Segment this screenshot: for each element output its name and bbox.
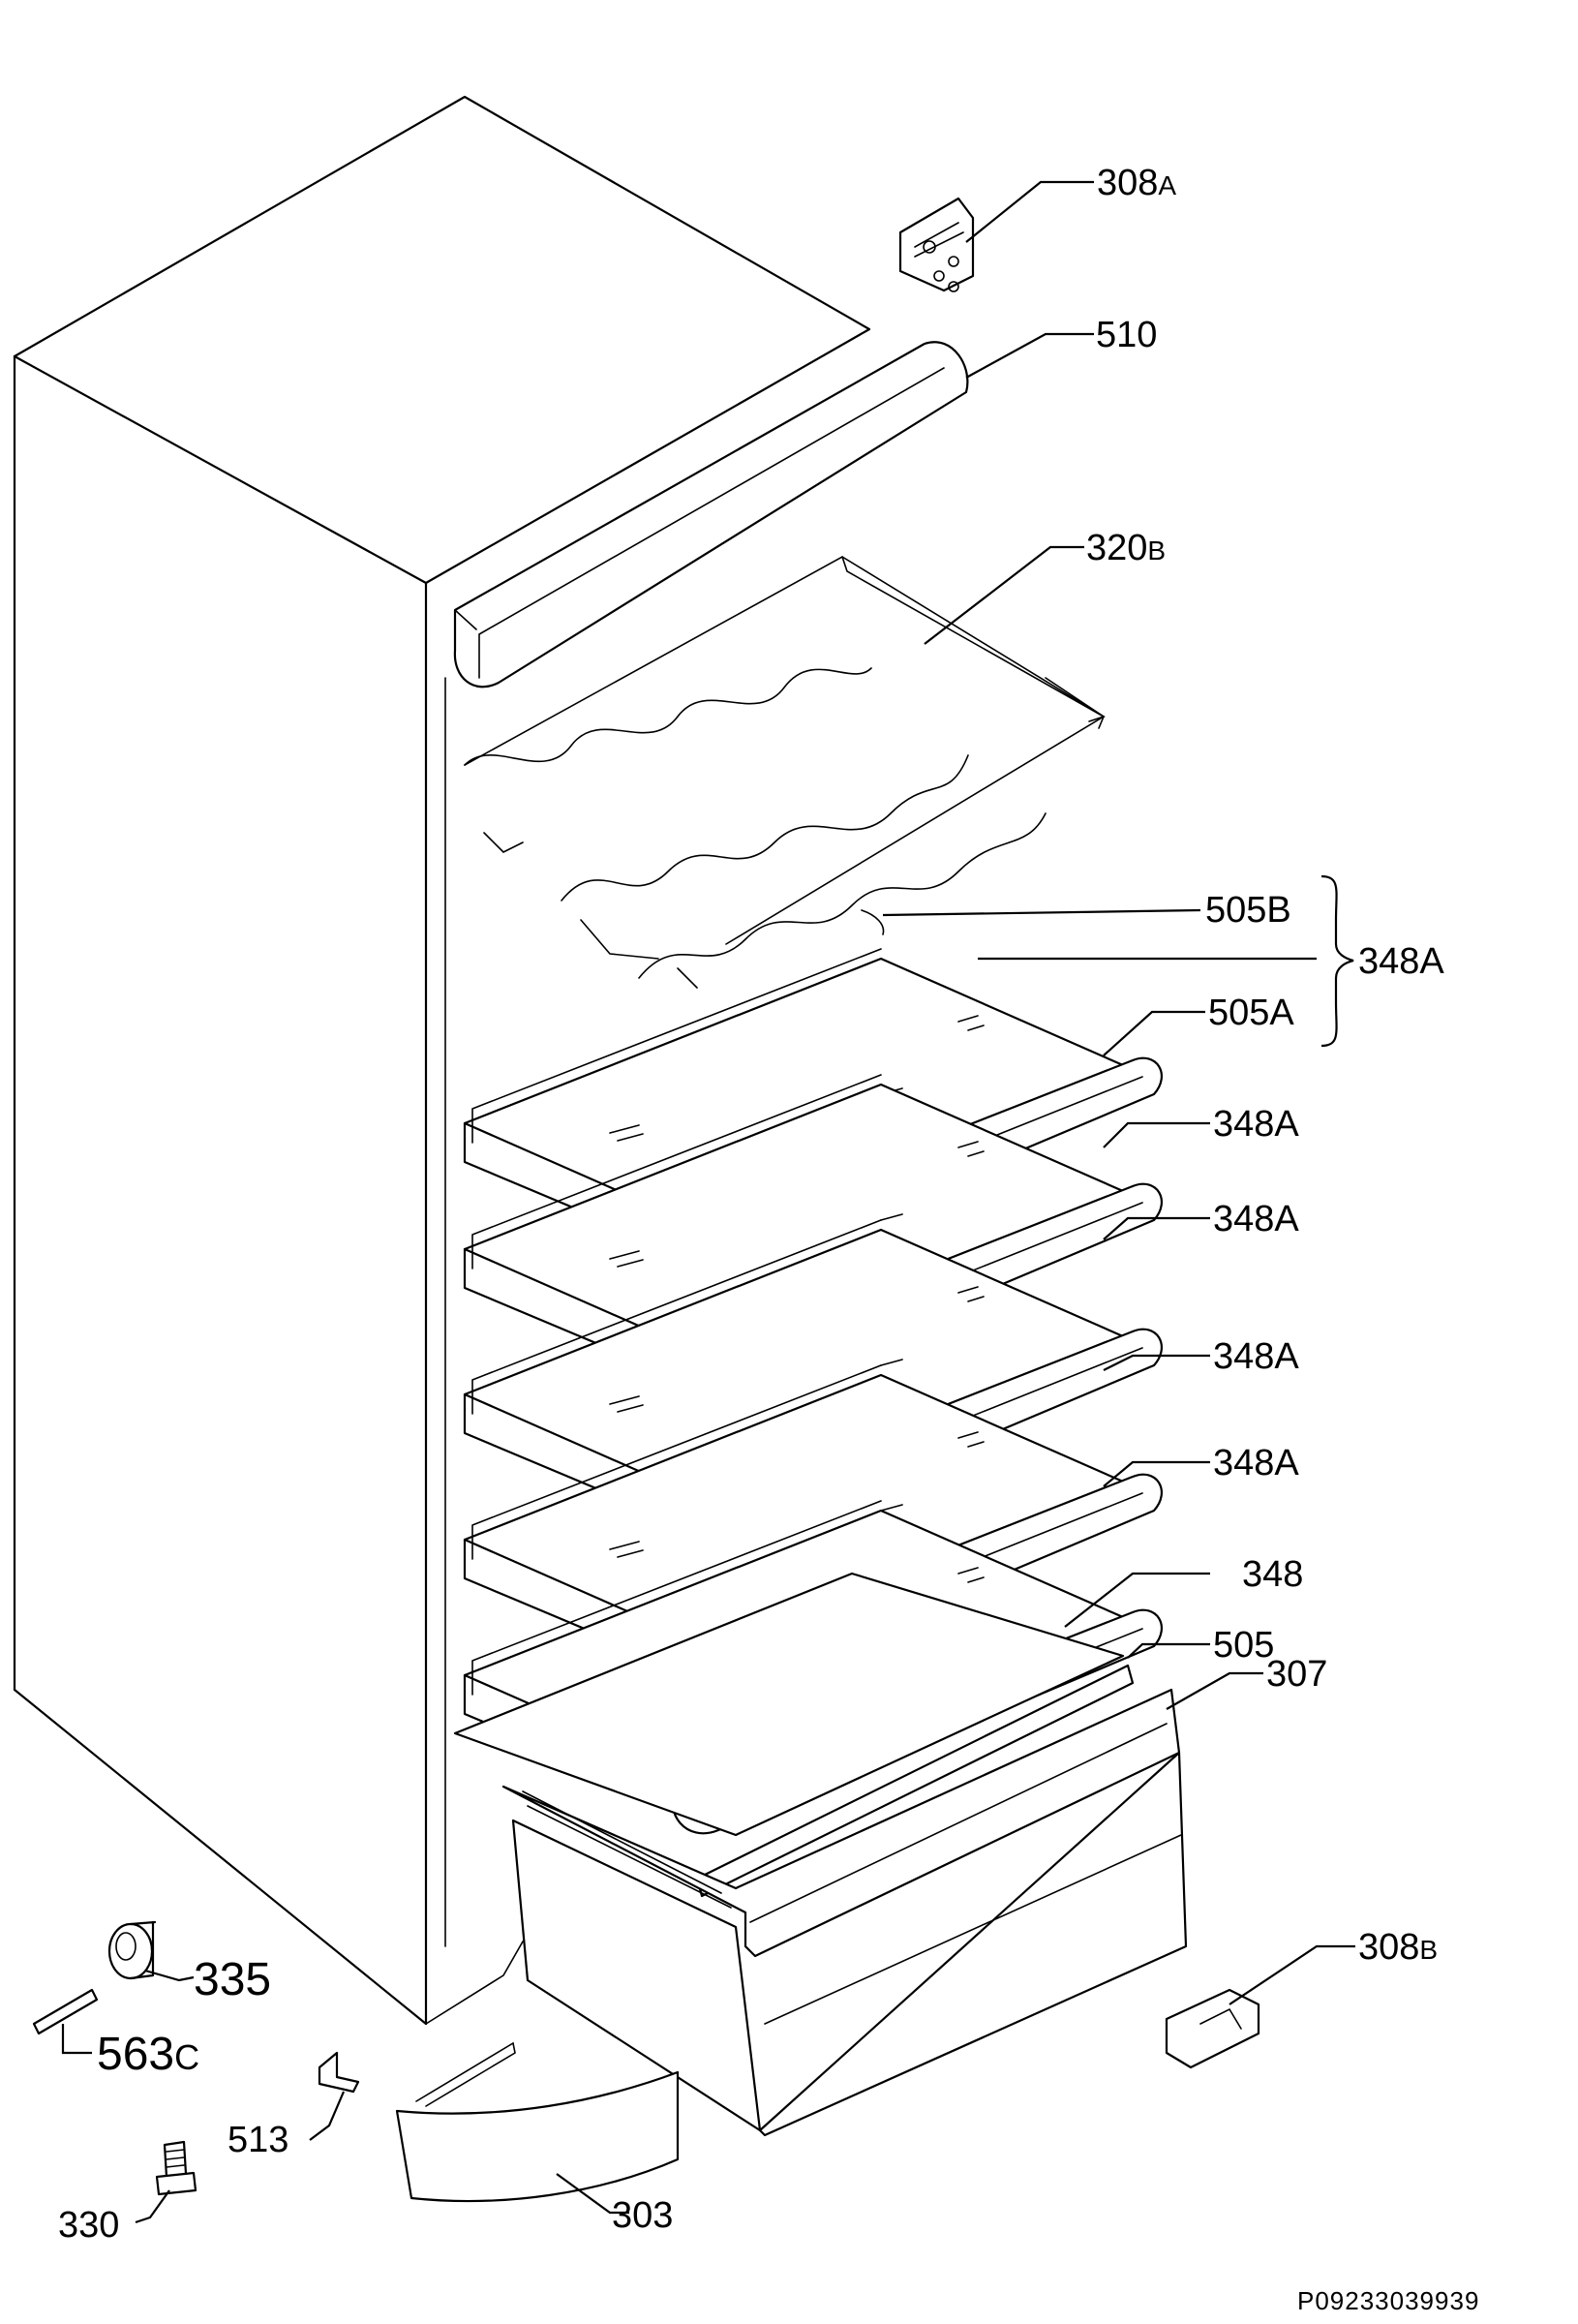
part-510-top-trim <box>453 341 969 688</box>
label-348: 348 <box>1242 1554 1303 1595</box>
part-335-roller <box>107 1920 157 1980</box>
label-505: 505 <box>1213 1625 1274 1666</box>
part-563C-pin <box>32 1988 99 2035</box>
shelf-348A-top <box>463 909 1164 1283</box>
label-348A-3: 348A <box>1213 1336 1299 1377</box>
label-330: 330 <box>58 2205 119 2246</box>
label-303: 303 <box>612 2195 673 2236</box>
label-348A-4: 348A <box>1213 1443 1299 1483</box>
label-513: 513 <box>228 2120 288 2160</box>
fridge-cabinet <box>13 95 871 2026</box>
part-307-crisper-drawer <box>501 1688 1188 2137</box>
label-335: 335 <box>194 1954 271 2005</box>
drawing-code: P09233039939 <box>1297 2286 1479 2315</box>
part-labels: 308A 510 320B 505B 348A 505A 348A 348A 3… <box>58 163 1479 2315</box>
part-330-screw <box>155 2140 197 2196</box>
leader-lines <box>61 180 1355 2224</box>
label-510: 510 <box>1096 315 1157 355</box>
label-348A-group: 348A <box>1358 941 1444 982</box>
label-348A-1: 348A <box>1213 1104 1299 1145</box>
label-563C: 563C <box>97 2029 199 2080</box>
part-513-bracket <box>318 2051 360 2094</box>
part-308A-hinge <box>898 197 975 292</box>
label-348A-2: 348A <box>1213 1199 1299 1239</box>
label-505B: 505B <box>1205 890 1291 931</box>
label-505A: 505A <box>1208 993 1294 1033</box>
part-308B-hinge <box>1165 1988 1260 2069</box>
label-320B: 320B <box>1086 528 1166 568</box>
label-308B: 308B <box>1358 1927 1438 1968</box>
part-303-kick-plate <box>395 2041 680 2203</box>
part-320B-wine-rack <box>464 556 1106 989</box>
label-308A: 308A <box>1097 163 1176 203</box>
label-307: 307 <box>1266 1654 1327 1695</box>
part-505-front-strip <box>453 1572 1135 1898</box>
